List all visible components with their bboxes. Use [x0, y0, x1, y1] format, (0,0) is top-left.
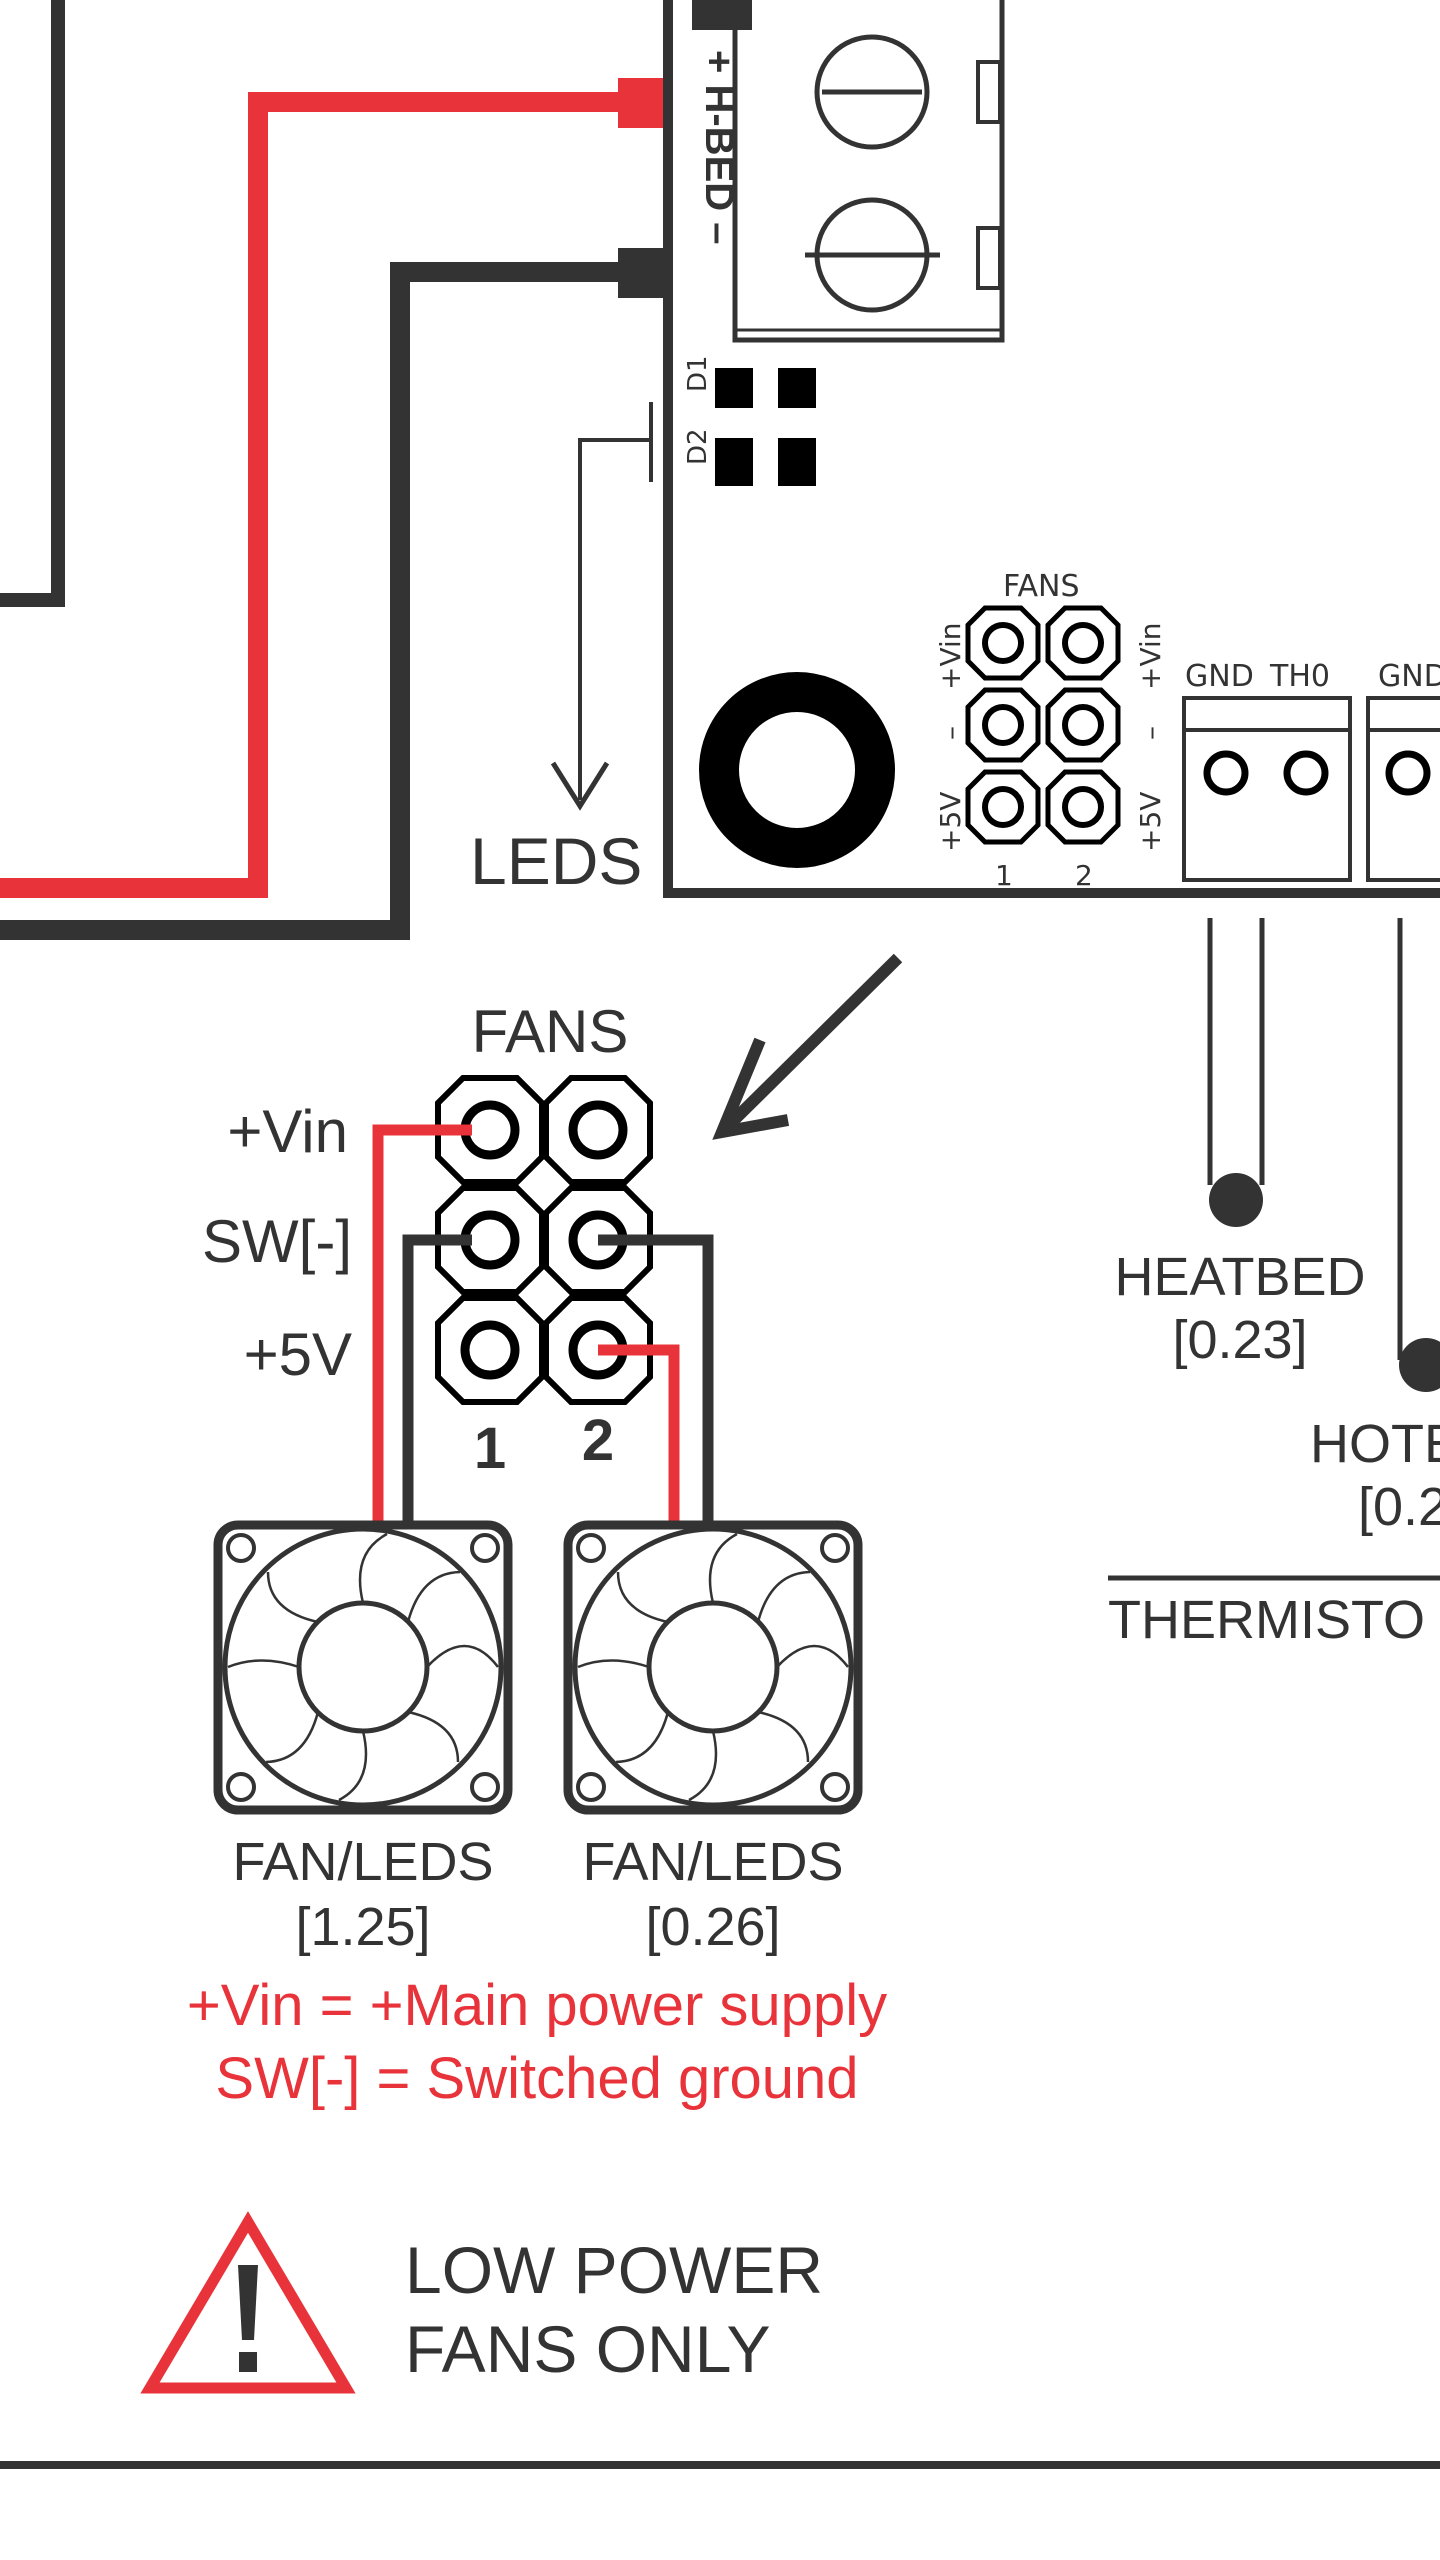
- fan-connector-title: FANS: [472, 998, 629, 1065]
- diode-label-d2: D2: [683, 428, 713, 465]
- board-fans-col-2: 2: [1075, 859, 1093, 892]
- heatbed-label: HEATBED: [1114, 1247, 1365, 1307]
- board-top-tab: [692, 0, 752, 30]
- fan1-wire-vin: [372, 1124, 472, 1530]
- fan-connector-row-label-vin: +Vin: [227, 1098, 348, 1165]
- zoom-arrow-head: [712, 1037, 790, 1140]
- board-outline: [663, 0, 1440, 898]
- diode-d2-pad-a: [715, 438, 753, 486]
- fan-connector-col-1: 1: [474, 1416, 506, 1481]
- board-fans-title: FANS: [1003, 569, 1080, 604]
- board-fans-right-label-minus: –: [1134, 726, 1167, 740]
- thermistor-label-th0: TH0: [1269, 659, 1330, 694]
- hbed-terminal-block: [732, 0, 1005, 343]
- board-fans-right-label-5v: +5V: [1134, 792, 1167, 852]
- fan-connector-row-label-5v: +5V: [244, 1321, 352, 1388]
- note-vin: +Vin = +Main power supply: [187, 1973, 887, 2038]
- hotend-label: HOTE: [1310, 1414, 1440, 1474]
- fan-1-icon: [213, 1520, 513, 1815]
- red-wire-plug: [618, 78, 668, 128]
- warning-line-2: FANS ONLY: [405, 2312, 771, 2386]
- fan-2-icon: [563, 1520, 863, 1815]
- hotend-thermistor-probe: [1397, 918, 1440, 1392]
- board-fans-col-1: 1: [995, 859, 1013, 892]
- diode-label-d1: D1: [683, 355, 713, 392]
- mounting-hole: [699, 672, 895, 868]
- black-wire-plug: [618, 248, 668, 298]
- warning-triangle-icon: [140, 2211, 356, 2394]
- leds-label: LEDS: [470, 824, 642, 898]
- fan-connector-col-2: 2: [582, 1408, 614, 1473]
- black-wire-hbed-negative: [0, 262, 640, 940]
- black-wire-left: [0, 0, 65, 607]
- fan-connector-header: [435, 1075, 653, 1405]
- hbed-label: + H-BED –: [697, 50, 741, 245]
- heatbed-thermistor-probe: [1207, 918, 1265, 1227]
- thermistor-connector-th1: [1366, 696, 1440, 882]
- leds-pointer-line: [578, 402, 653, 800]
- thermistor-section-label: THERMISTO: [1108, 1590, 1425, 1650]
- fan2-wire-5v: [598, 1344, 680, 1530]
- board-fans-left-label-vin: +Vin: [934, 622, 967, 690]
- board-fans-header: [965, 605, 1121, 845]
- zoom-arrow-line: [723, 953, 903, 1131]
- diode-d1-pad-a: [715, 368, 753, 408]
- fan-1-pin: [1.25]: [295, 1897, 430, 1957]
- heatbed-pin: [0.23]: [1172, 1310, 1307, 1370]
- thermistor-label-gnd-2: GND: [1378, 659, 1440, 694]
- fan-1-label: FAN/LEDS: [232, 1832, 493, 1892]
- fan-connector-row-label-sw: SW[-]: [202, 1208, 352, 1275]
- thermistor-connector-th0: [1182, 696, 1352, 882]
- warning-line-1: LOW POWER: [405, 2233, 823, 2307]
- note-sw: SW[-] = Switched ground: [215, 2046, 858, 2111]
- thermistor-label-gnd: GND: [1185, 659, 1254, 694]
- red-wire-hbed-positive: [0, 92, 640, 898]
- board-fans-left-label-5v: +5V: [934, 792, 967, 852]
- leds-pointer-arrowhead: [550, 761, 610, 811]
- board-fans-right-label-vin: +Vin: [1134, 622, 1167, 690]
- diode-d1-pad-b: [778, 368, 816, 408]
- fan-2-label: FAN/LEDS: [582, 1832, 843, 1892]
- diode-d2-pad-b: [778, 438, 816, 486]
- hotend-pin: [0.2: [1358, 1477, 1440, 1537]
- fan2-wire-sw: [598, 1234, 714, 1530]
- fan-2-pin: [0.26]: [645, 1897, 780, 1957]
- fan1-wire-sw: [402, 1234, 472, 1530]
- board-fans-left-label-minus: –: [934, 726, 967, 740]
